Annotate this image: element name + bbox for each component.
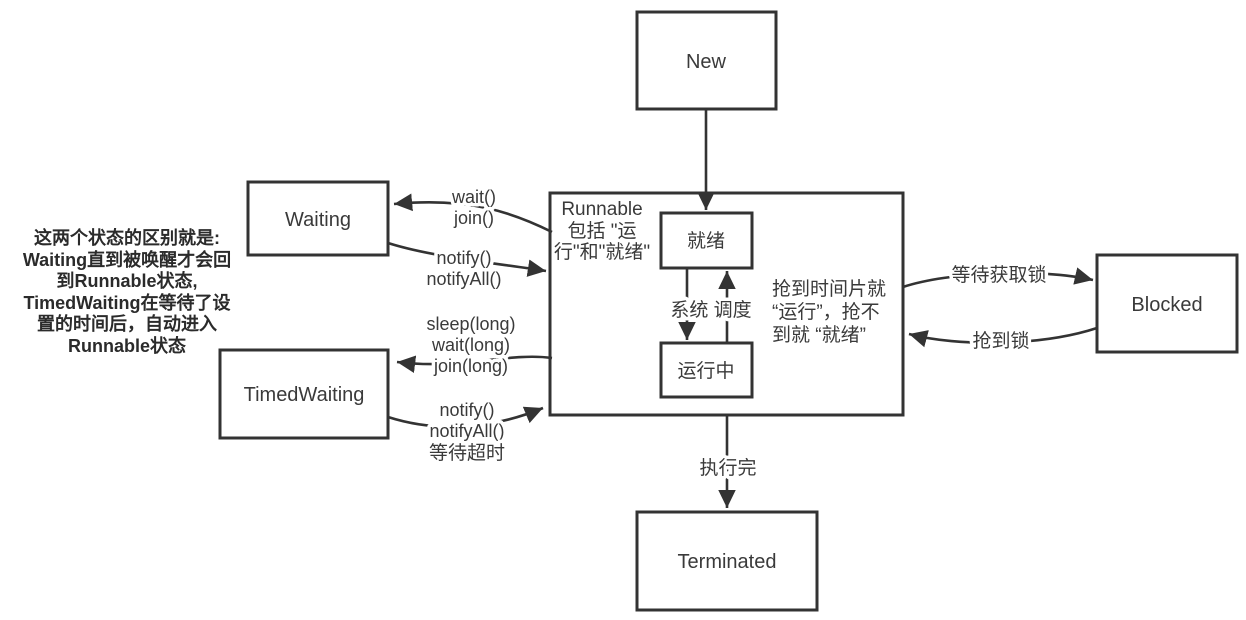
terminated-box [635, 510, 819, 612]
timeslice-note-line: 抢到时间片就 [772, 278, 886, 300]
notify2-label: notify() [439, 400, 494, 420]
runnable-label: Runnable [561, 199, 642, 220]
note-line: Runnable状态 [68, 335, 186, 356]
runnable-subtitle-line: 包括 "运 [567, 220, 636, 242]
new-label: New [686, 51, 727, 73]
waiting-label: Waiting [285, 209, 351, 231]
note-line: 到Runnable状态, [56, 270, 197, 291]
edge-runnable-to-waiting [393, 193, 553, 234]
ready-box [659, 211, 754, 270]
running-label: 运行中 [677, 360, 734, 382]
edge-waiting-to-runnable [387, 241, 547, 277]
notify-label: notify() [436, 248, 491, 268]
note-line: 置的时间后，自动进入 [37, 313, 217, 334]
edge-runnable-to-timedwaiting [396, 355, 553, 373]
wait-long-label: wait(long) [431, 335, 510, 355]
new-box [635, 10, 778, 111]
ready-label: 就绪 [687, 230, 725, 252]
note-line: 这两个状态的区别就是: [34, 227, 220, 248]
edge-timedwaiting-to-runnable [387, 406, 544, 429]
timeslice-note-line: “运行”，抢不 [772, 301, 880, 323]
sleep-long-label: sleep(long) [426, 314, 515, 334]
runnable-subtitle-line: 行"和"就绪" [554, 241, 650, 263]
note-line: TimedWaiting在等待了设 [24, 292, 231, 313]
wait-label: wait() [451, 187, 496, 207]
notifyall-label: notifyAll() [426, 269, 501, 289]
join-label: join() [453, 208, 494, 228]
join-long-label: join(long) [433, 356, 508, 376]
scheduling-label: 系统 调度 [670, 299, 751, 321]
wait-lock-label: 等待获取锁 [951, 264, 1046, 286]
timeslice-note-line: 到就 “就绪” [772, 324, 866, 346]
terminated-label: Terminated [678, 551, 777, 573]
timedwaiting-label: TimedWaiting [244, 384, 365, 406]
note-line: Waiting直到被唤醒才会回 [23, 249, 231, 270]
run-done-label: 执行完 [699, 457, 756, 479]
edge-runnable-to-blocked [902, 267, 1094, 289]
blocked-box [1095, 253, 1239, 354]
notifyall2-label: notifyAll() [429, 421, 504, 441]
got-lock-label: 抢到锁 [972, 330, 1029, 352]
timedwaiting-box [218, 348, 390, 440]
waiting-box [246, 180, 390, 257]
wait-timeout-label: 等待超时 [429, 442, 505, 464]
edge-blocked-to-runnable [908, 326, 1098, 348]
running-box [659, 341, 754, 399]
blocked-label: Blocked [1131, 294, 1202, 316]
